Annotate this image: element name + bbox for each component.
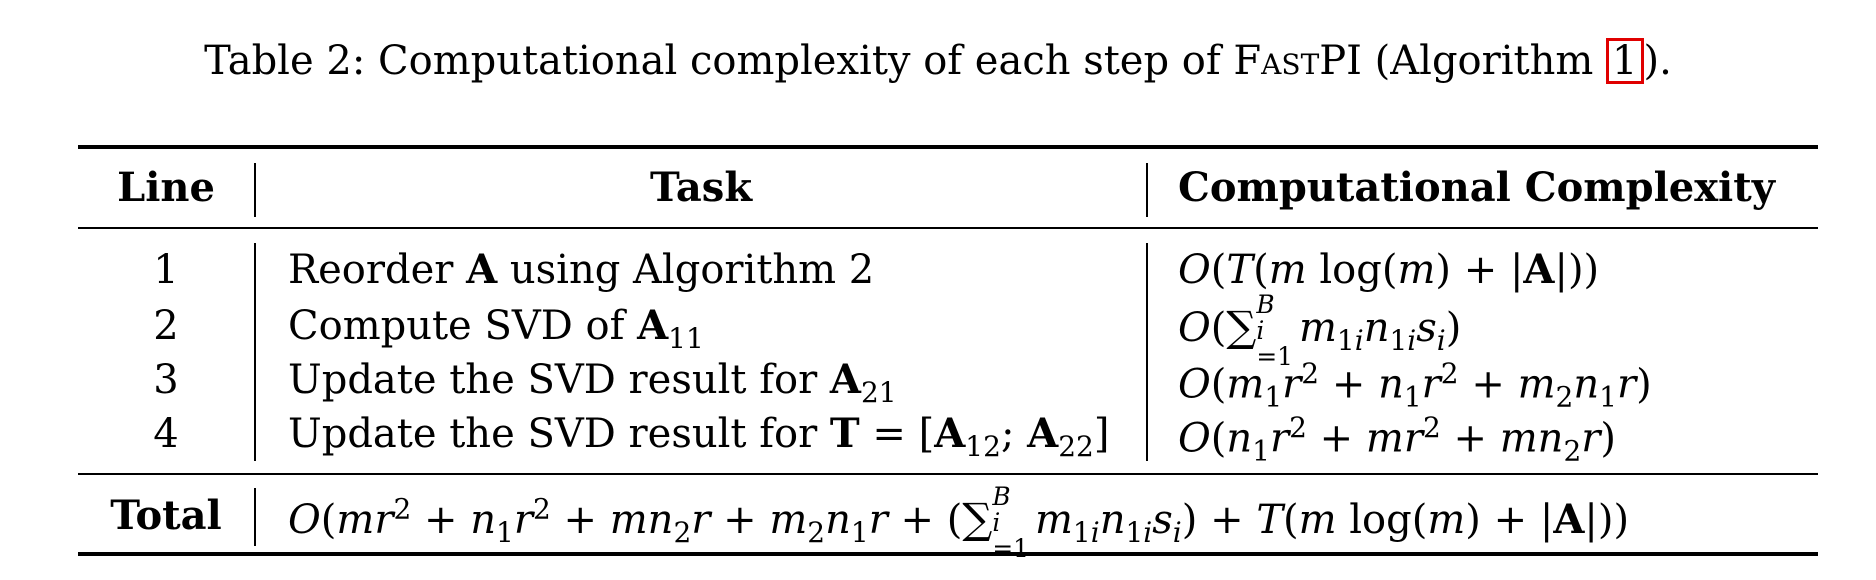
table-caption: Table 2: Computational complexity of eac… xyxy=(0,38,1876,84)
header-divider-1 xyxy=(254,163,256,217)
caption-suffix: ). xyxy=(1643,38,1672,84)
table-top-rule xyxy=(78,145,1818,149)
row-4-complexity: O(n1r2 + mr2 + mn2r) xyxy=(1178,411,1617,468)
header-bottom-rule xyxy=(78,227,1818,229)
row-4-task: Update the SVD result for T = [A12; A22] xyxy=(288,410,1110,463)
row-1-task: Reorder A using Algorithm 2 xyxy=(288,246,875,293)
table-bottom-rule xyxy=(78,552,1818,556)
body-divider-2 xyxy=(1146,243,1148,461)
header-complexity: Computational Complexity xyxy=(1178,164,1775,211)
header-task: Task xyxy=(649,164,753,211)
total-top-rule xyxy=(78,473,1818,475)
header-divider-2 xyxy=(1146,163,1148,217)
row-2-line: 2 xyxy=(153,303,179,349)
caption-prefix: Table 2: Computational complexity of eac… xyxy=(204,38,1234,84)
row-1-complexity: O(T(m log(m) + |A|)) xyxy=(1178,246,1600,293)
caption-middle: (Algorithm xyxy=(1361,38,1607,84)
total-label: Total xyxy=(110,492,222,539)
row-3-complexity: O(m1r2 + n1r2 + m2n1r) xyxy=(1178,357,1652,414)
row-1-line: 1 xyxy=(153,247,179,293)
caption-method-name: FastPI xyxy=(1233,38,1362,84)
body-divider-1 xyxy=(254,243,256,461)
row-3-task: Update the SVD result for A21 xyxy=(288,356,897,409)
row-2-task: Compute SVD of A11 xyxy=(288,302,704,355)
total-divider xyxy=(254,488,256,546)
row-4-line: 4 xyxy=(153,411,179,457)
row-3-line: 3 xyxy=(153,357,179,403)
algorithm-reference-link[interactable]: 1 xyxy=(1606,38,1644,84)
header-line: Line xyxy=(117,164,215,211)
